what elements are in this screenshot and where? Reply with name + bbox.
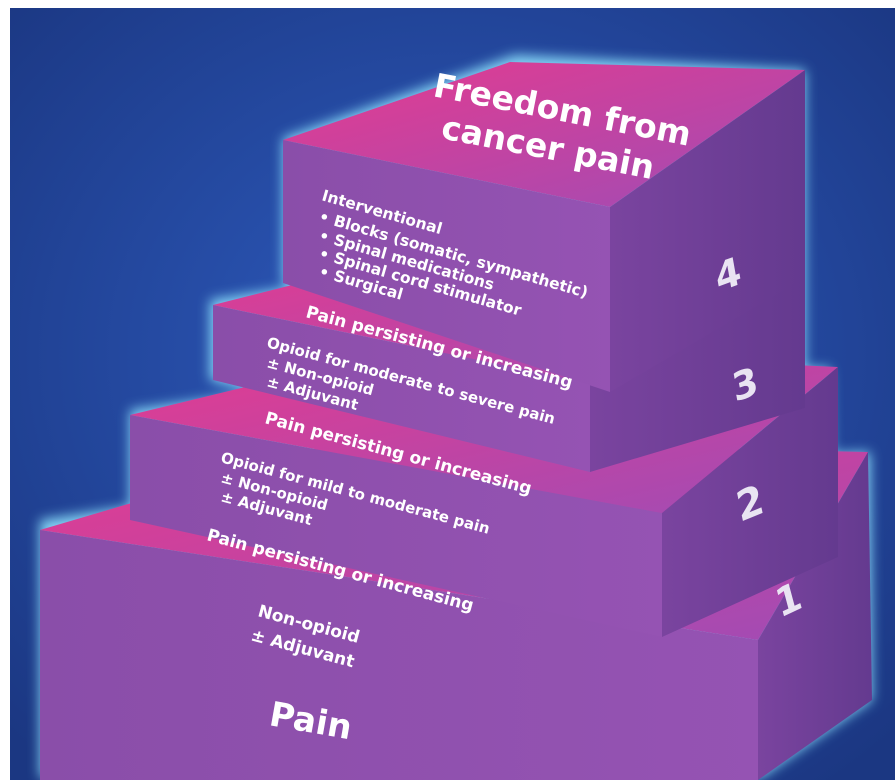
- step-4-front-face: [283, 140, 610, 392]
- step-2-side-face: [662, 367, 838, 637]
- step-3-side-face: [590, 268, 805, 472]
- step-3-front-face: [213, 305, 590, 472]
- step-1-side-face: [758, 452, 872, 780]
- step-2-front-face: [130, 415, 662, 637]
- step-1-front-face: [40, 530, 758, 780]
- step-4-block: [283, 62, 805, 392]
- step-4-top-face: [283, 62, 805, 207]
- step-4-side-face: [610, 70, 805, 392]
